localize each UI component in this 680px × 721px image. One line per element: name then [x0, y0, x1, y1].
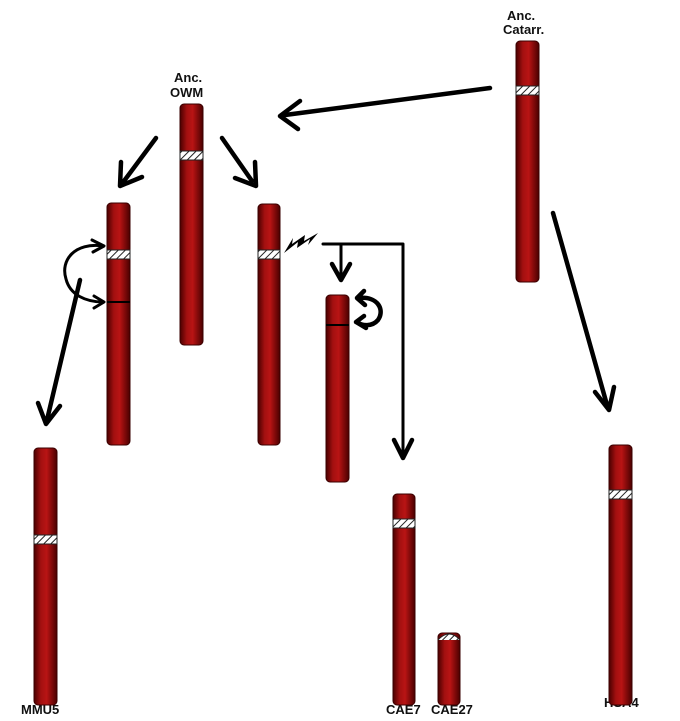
centromere-hsa4 — [608, 489, 633, 500]
arrow-owm-to-right — [219, 135, 259, 189]
inversion-arrow-middle — [353, 288, 383, 331]
centromere-anc-catarr — [515, 85, 540, 96]
arrow-left-to-mmu5 — [35, 277, 83, 427]
break-lightning-icon — [284, 233, 318, 253]
centromere-cae7 — [392, 518, 416, 529]
cae27-label: CAE27 — [431, 702, 473, 717]
arrow-right-to-middle-and-cae7 — [321, 242, 415, 461]
centromere-right-intermediate — [257, 249, 281, 260]
anc-owm-label-line1: Anc. — [174, 70, 202, 85]
inversion-arrow-left — [63, 238, 106, 310]
chromosome-mmu5 — [33, 447, 58, 706]
chromosome-left-intermediate — [106, 202, 131, 446]
chromosome-anc-catarr — [515, 40, 540, 283]
cae7-label: CAE7 — [386, 702, 421, 717]
arrow-owm-to-left — [117, 135, 159, 189]
arrow-catarr-to-hsa4 — [550, 210, 617, 413]
chromosome-cae7 — [392, 493, 416, 706]
centromere-cae27 — [437, 633, 461, 641]
centromere-left-intermediate — [106, 249, 131, 260]
arrow-catarr-to-owm — [277, 85, 493, 132]
anc-owm-label-line2: OWM — [170, 85, 203, 100]
chromosome-middle-inverted — [325, 294, 350, 483]
chromosome-hsa4 — [608, 444, 633, 706]
anc-catarr-label-line2: Catarr. — [503, 22, 544, 37]
mmu5-label: MMU5 — [21, 702, 59, 717]
chromosome-cae27 — [437, 632, 461, 706]
chromosome-anc-owm — [179, 103, 204, 346]
centromere-anc-owm — [179, 150, 204, 161]
anc-catarr-label-line1: Anc. — [507, 8, 535, 23]
centromere-mmu5 — [33, 534, 58, 545]
chromosome-right-intermediate — [257, 203, 281, 446]
